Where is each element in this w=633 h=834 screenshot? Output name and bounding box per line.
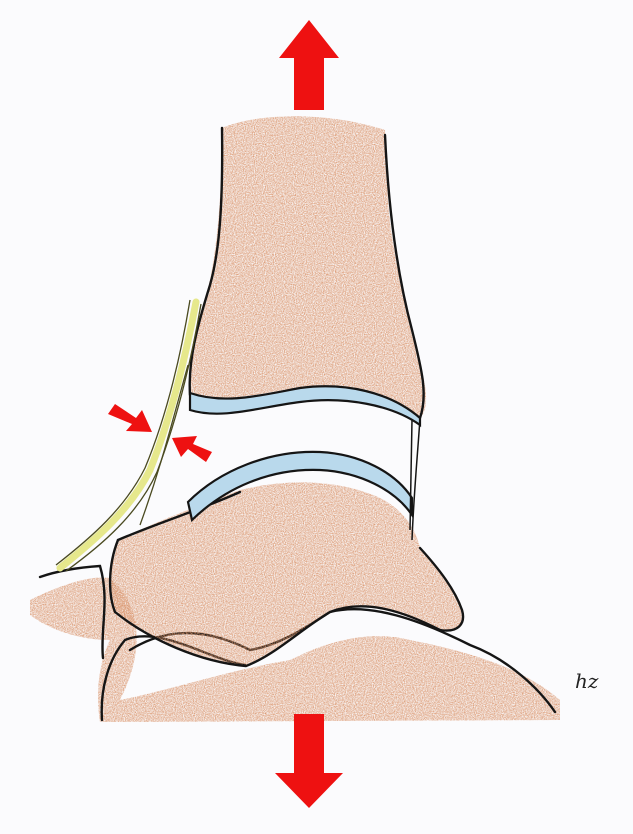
artist-signature: hz <box>575 669 599 693</box>
